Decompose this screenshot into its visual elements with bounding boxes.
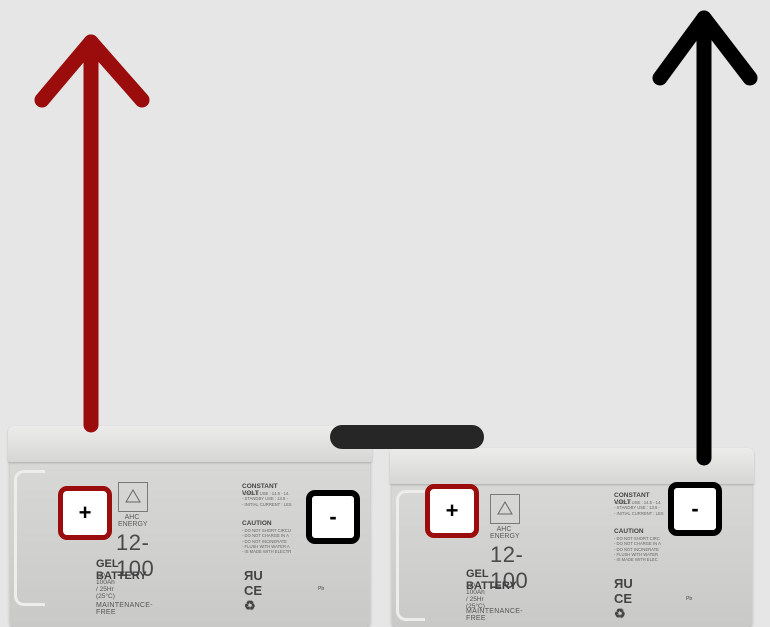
negative-output-arrow xyxy=(660,18,750,458)
positive-output-arrow xyxy=(42,42,142,425)
